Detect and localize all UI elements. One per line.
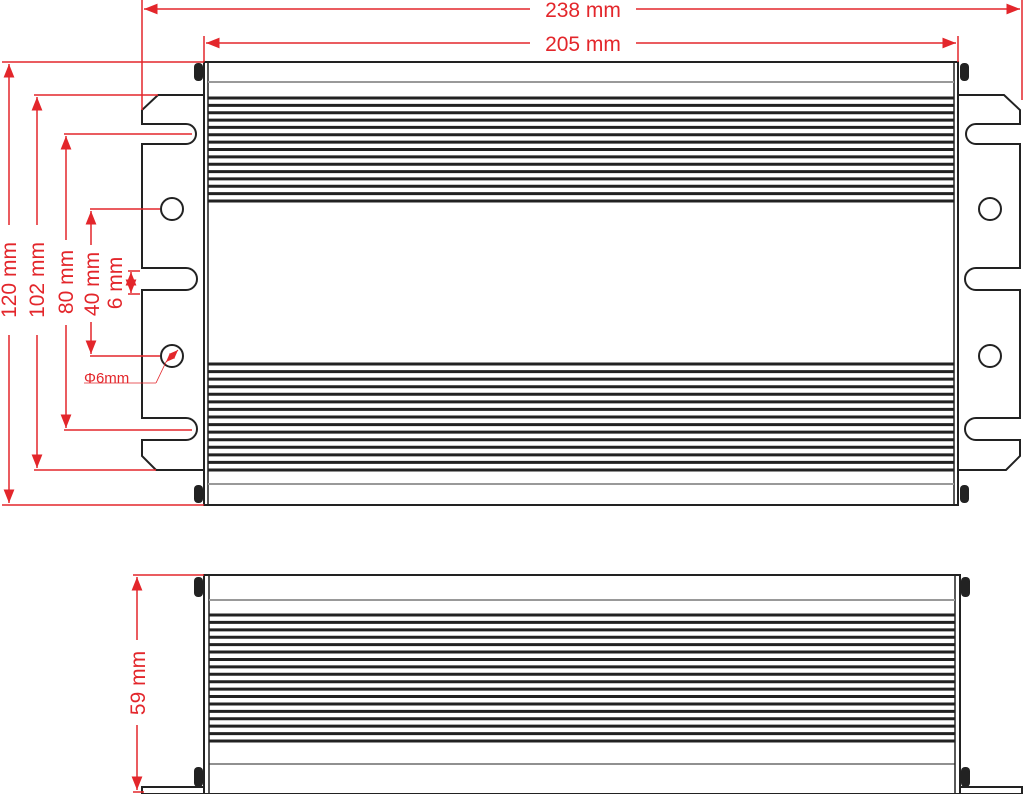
end-cap [194,63,203,81]
end-cap [961,577,970,597]
end-cap [194,767,203,787]
dim-overall-height: 120 mm [0,242,21,318]
end-cap [961,767,970,787]
end-cap [960,63,969,81]
top-view [141,61,1021,506]
right-flange [958,94,1021,471]
left-flange [141,94,204,471]
side-view [141,574,1023,794]
dim-slot-width: 6 mm [104,257,127,310]
dim-side-height: 59 mm [127,651,150,715]
end-cap [194,485,203,503]
dim-overall-width: 238 mm [545,0,621,22]
mount-hole [160,197,184,221]
housing-side [203,574,961,794]
fin-band-upper [208,96,954,203]
dim-mount-span: 102 mm [26,242,49,318]
side-fins [209,613,955,743]
end-cap [194,577,203,597]
dim-hole-span: 40 mm [81,252,104,316]
mount-hole [978,197,1002,221]
dim-slot-span: 80 mm [55,250,78,314]
end-cap [960,485,969,503]
fin-band-lower [208,362,954,472]
dim-body-width: 205 mm [545,33,621,56]
mount-hole [978,344,1002,368]
dim-hole-diameter: Φ6mm [84,370,129,387]
